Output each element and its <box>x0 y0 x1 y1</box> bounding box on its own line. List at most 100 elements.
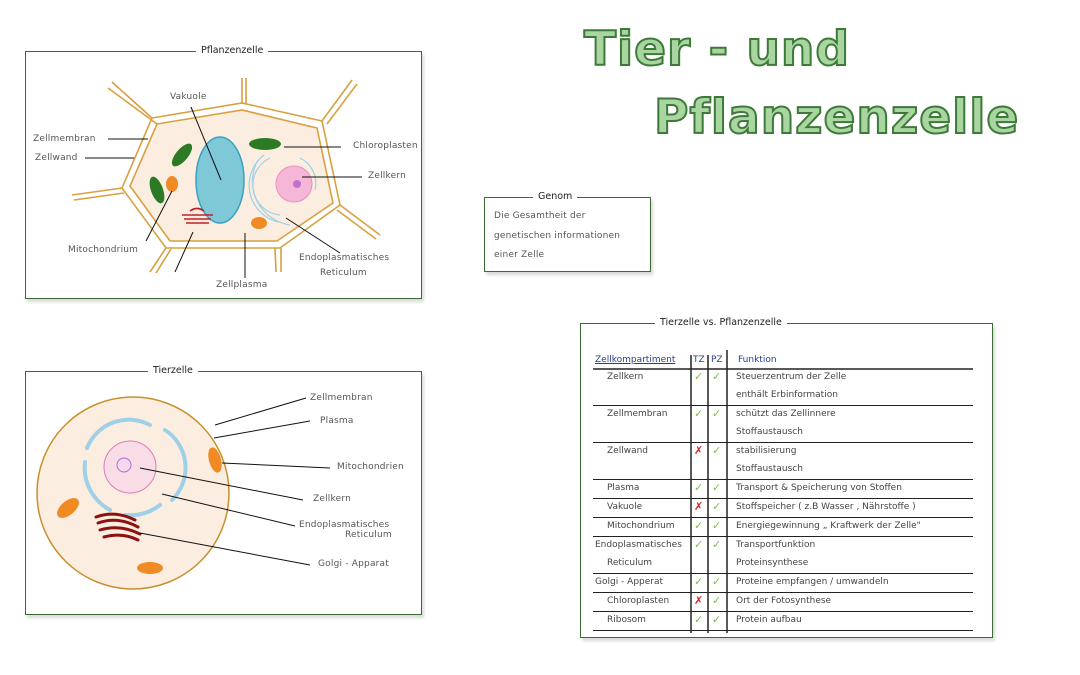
label-er-line2: Reticulum <box>345 530 392 540</box>
cross-icon: ✗ <box>694 444 704 457</box>
endoplasmic-reticulum <box>248 154 317 226</box>
label-zellmembran: Zellmembran <box>33 134 96 144</box>
row-function: Proteine empfangen / umwandeln <box>736 577 889 587</box>
row-component: Mitochondrium <box>607 521 675 531</box>
animal-cell-title: Tierzelle <box>148 365 198 376</box>
chloroplast <box>149 176 165 204</box>
row-component: Zellmembran <box>607 409 668 419</box>
label-chloroplasten: Chloroplasten <box>353 141 418 151</box>
chloroplast <box>171 143 193 167</box>
check-icon: ✓ <box>712 444 722 457</box>
row-function: Transportfunktion <box>736 540 816 550</box>
label-er-line2: Reticulum <box>320 268 367 278</box>
table-row: Mitochondrium ✓ ✓ Energiegewinnung „ Kraftw… <box>593 518 973 537</box>
plant-cell-drawing <box>71 78 381 278</box>
label-plasma: Plasma <box>320 416 354 426</box>
cross-icon: ✗ <box>694 500 704 513</box>
label-golgi: Golgi - Apparat <box>318 559 390 569</box>
header-tz: TZ <box>693 355 705 365</box>
row-function: Energiegewinnung „ Kraftwerk der Zelle" <box>736 521 921 531</box>
row-component: Zellkern <box>607 372 644 382</box>
check-icon: ✓ <box>694 538 704 551</box>
row-component: Zellwand <box>607 446 648 456</box>
label-zellmembran: Zellmembran <box>310 393 373 403</box>
label-mitochondrium: Mitochondrium <box>68 245 139 255</box>
check-icon: ✓ <box>712 407 722 420</box>
endoplasmic-reticulum <box>82 417 188 518</box>
row-function: Stoffspeicher ( z.B Wasser , Nährstoffe … <box>736 502 916 512</box>
row-component: Chloroplasten <box>607 596 670 606</box>
check-icon: ✓ <box>712 481 722 494</box>
label-mitochondrien: Mitochondrien <box>337 462 404 472</box>
label-zellkern: Zellkern <box>313 494 351 504</box>
check-icon: ✓ <box>712 370 722 383</box>
table-grid <box>593 350 973 633</box>
title-line-2: Pflanzenzelle <box>653 89 1020 146</box>
table-row: Chloroplasten ✗ ✓ Ort der Fotosynthese <box>593 593 973 612</box>
header-function: Funktion <box>738 355 777 365</box>
golgi-apparatus <box>182 207 213 224</box>
row-function: Ort der Fotosynthese <box>736 596 832 606</box>
table-row: Golgi - Apperat ✓ ✓ Proteine empfangen / um… <box>593 574 973 593</box>
animal-cell-frame <box>25 371 422 615</box>
table-row: Vakuole ✗ ✓ Stoffspeicher ( z.B Wasser , Nä… <box>593 499 973 518</box>
check-icon: ✓ <box>712 575 722 588</box>
chloroplast <box>249 138 281 150</box>
row-function: Stoffaustausch <box>736 464 803 474</box>
mitochondrion <box>137 562 163 574</box>
row-component: Reticulum <box>607 558 653 568</box>
row-component: Plasma <box>607 483 640 493</box>
title-line-1: Tier - und <box>583 21 851 78</box>
golgi-apparatus <box>94 512 142 542</box>
row-function: Transport & Speicherung von Stoffen <box>736 483 902 493</box>
check-icon: ✓ <box>712 594 722 607</box>
check-icon: ✓ <box>712 613 722 626</box>
mitochondrion <box>208 447 222 473</box>
genom-title: Genom <box>533 191 578 202</box>
check-icon: ✓ <box>694 519 704 532</box>
row-component: Endoplasmatisches <box>595 540 682 550</box>
check-icon: ✓ <box>712 500 722 513</box>
header-component: Zellkompartiment <box>595 355 676 365</box>
header-pz: PZ <box>711 355 723 365</box>
genom-line: einer Zelle <box>494 250 545 260</box>
row-function: Protein aufbau <box>736 615 802 625</box>
vacuole <box>195 136 245 224</box>
label-zellkern: Zellkern <box>368 171 406 181</box>
comparison-title: Tierzelle vs. Pflanzenzelle <box>655 317 787 328</box>
animal-cell-drawing <box>36 396 331 590</box>
row-function: Proteinsynthese <box>736 558 809 568</box>
check-icon: ✓ <box>712 519 722 532</box>
label-zellwand: Zellwand <box>35 153 78 163</box>
label-zellplasma: Zellplasma <box>216 280 268 290</box>
row-function: schützt das Zellinnere <box>736 409 836 419</box>
check-icon: ✓ <box>712 538 722 551</box>
row-function: stabilisierung <box>736 446 797 456</box>
mitochondrion <box>166 176 178 192</box>
genom-line: genetischen informationen <box>494 231 621 241</box>
nucleolus <box>293 180 301 188</box>
mitochondrion <box>57 498 79 518</box>
row-component: Vakuole <box>607 502 643 512</box>
label-vakuole: Vakuole <box>170 92 207 102</box>
row-function: Steuerzentrum der Zelle <box>736 372 847 382</box>
label-er-line1: Endoplasmatisches <box>299 520 390 530</box>
row-component: Ribosom <box>607 615 646 625</box>
check-icon: ✓ <box>694 481 704 494</box>
cross-icon: ✗ <box>694 594 704 607</box>
table-row: Ribosom ✓ ✓ Protein aufbau <box>593 612 973 631</box>
check-icon: ✓ <box>694 370 704 383</box>
row-function: Stoffaustausch <box>736 427 803 437</box>
plant-cell-title: Pflanzenzelle <box>196 45 269 56</box>
row-component: Golgi - Apperat <box>595 577 664 587</box>
check-icon: ✓ <box>694 613 704 626</box>
check-icon: ✓ <box>694 575 704 588</box>
mitochondrion <box>251 217 267 229</box>
check-icon: ✓ <box>694 407 704 420</box>
nucleolus <box>116 457 132 473</box>
